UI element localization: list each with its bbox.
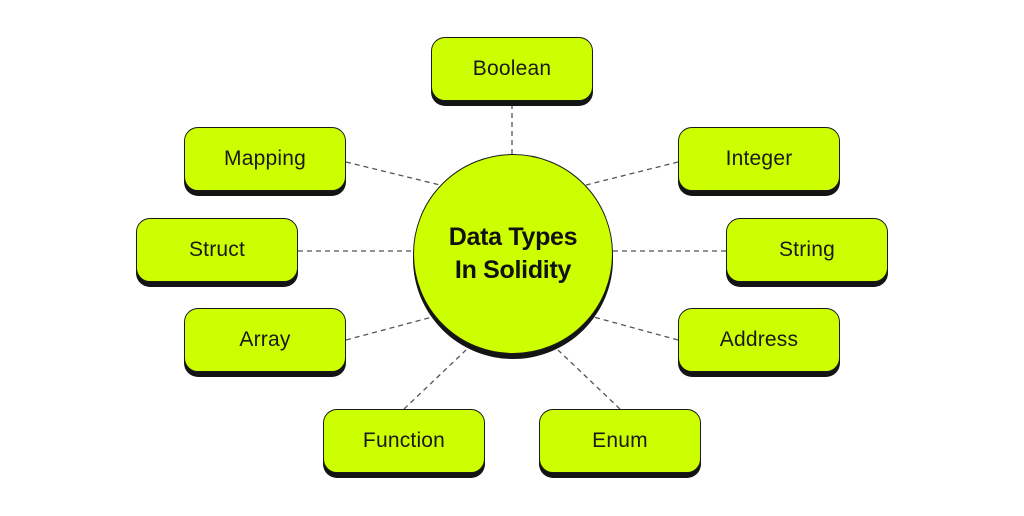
connector-enum xyxy=(557,349,621,410)
node-mapping-label: Mapping xyxy=(224,147,306,170)
node-struct: Struct xyxy=(136,218,298,282)
node-string-label: String xyxy=(778,238,836,261)
connector-address xyxy=(589,315,679,341)
hub-title-line2: In Solidity xyxy=(454,256,572,284)
connector-function xyxy=(403,349,467,410)
node-array: Array xyxy=(184,308,346,372)
node-boolean-label: Boolean xyxy=(472,57,552,80)
connector-mapping xyxy=(345,161,441,186)
node-enum: Enum xyxy=(539,409,701,473)
node-address: Address xyxy=(678,308,840,372)
node-boolean: Boolean xyxy=(431,37,593,101)
node-array-label: Array xyxy=(239,328,291,351)
node-function-label: Function xyxy=(362,429,446,452)
central-hub: Data Types In Solidity xyxy=(413,154,613,354)
node-enum-label: Enum xyxy=(592,429,648,452)
node-mapping: Mapping xyxy=(184,127,346,191)
connector-integer xyxy=(585,161,679,186)
node-function: Function xyxy=(323,409,485,473)
hub-title: Data Types In Solidity xyxy=(449,221,578,287)
node-integer: Integer xyxy=(678,127,840,191)
node-string: String xyxy=(726,218,888,282)
node-struct-label: Struct xyxy=(188,238,246,261)
hub-title-line1: Data Types xyxy=(448,223,578,251)
connector-array xyxy=(345,315,437,341)
node-address-label: Address xyxy=(719,328,799,351)
node-integer-label: Integer xyxy=(725,147,793,170)
